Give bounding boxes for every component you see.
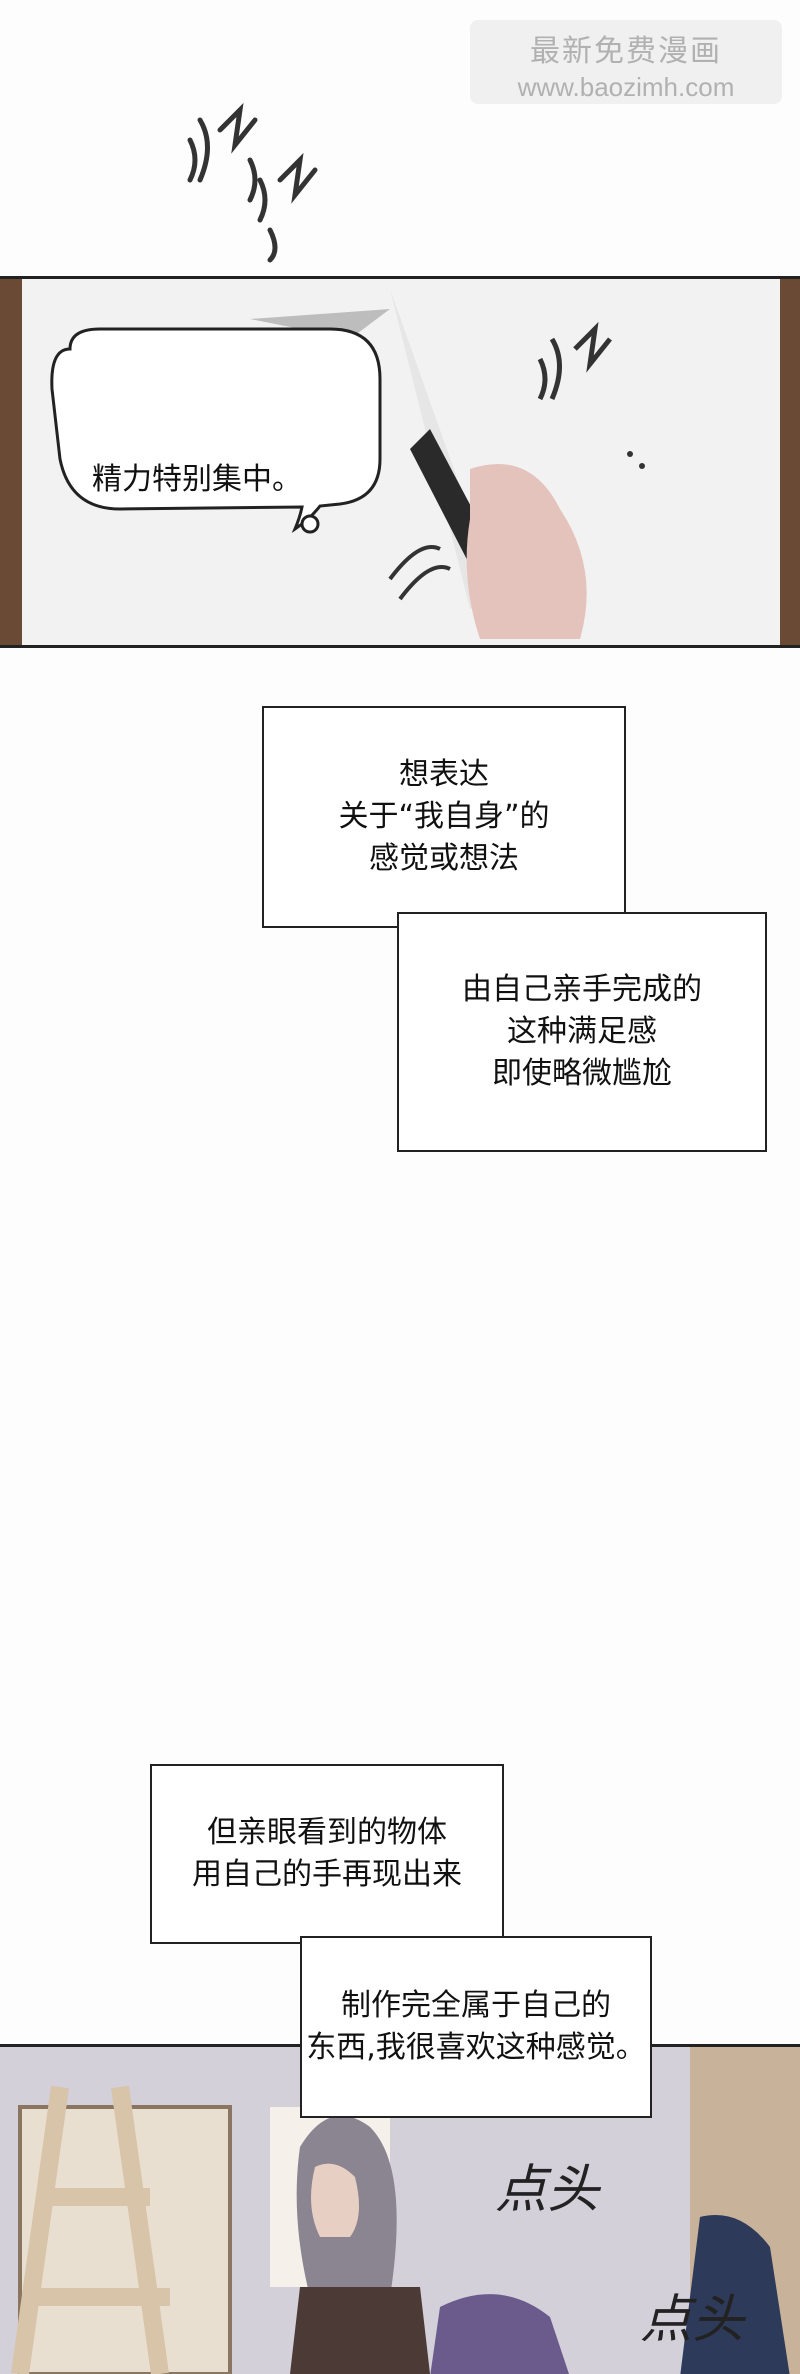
caption-line: 由自己亲手完成的 bbox=[462, 972, 702, 1007]
caption-box-2b: 制作完全属于自己的 东西,我很喜欢这种感觉。 bbox=[300, 1936, 652, 2118]
sfx-scribble-top bbox=[187, 102, 318, 263]
watermark: 最新免费漫画 www.baozimh.com bbox=[470, 20, 782, 104]
caption-line: 用自己的手再现出来 bbox=[192, 1857, 462, 1892]
caption-line: 东西,我很喜欢这种感觉。 bbox=[306, 2030, 646, 2065]
caption-box-2a: 但亲眼看到的物体 用自己的手再现出来 bbox=[150, 1764, 504, 1944]
caption-line: 关于“我自身”的 bbox=[338, 799, 550, 834]
sfx-nod-2: 点头 bbox=[640, 2290, 745, 2350]
panel-drawing: 精力特别集中。 bbox=[0, 276, 800, 648]
caption-line: 制作完全属于自己的 bbox=[340, 1988, 611, 2023]
watermark-url: www.baozimh.com bbox=[517, 72, 735, 102]
watermark-title: 最新免费漫画 bbox=[530, 34, 722, 69]
caption-line: 即使略微尴尬 bbox=[492, 1056, 672, 1091]
caption-box-1b: 由自己亲手完成的 这种满足感 即使略微尴尬 bbox=[397, 912, 767, 1152]
caption-line: 想表达 bbox=[399, 757, 489, 792]
caption-line: 这种满足感 bbox=[507, 1014, 657, 1049]
caption-line: 但亲眼看到的物体 bbox=[207, 1815, 447, 1850]
caption-box-1a: 想表达 关于“我自身”的 感觉或想法 bbox=[262, 706, 626, 928]
speech-bubble-text: 精力特别集中。 bbox=[92, 462, 302, 497]
sfx-nod-1: 点头 bbox=[495, 2160, 600, 2220]
speech-bubble bbox=[50, 327, 382, 534]
caption-line: 感觉或想法 bbox=[369, 841, 519, 876]
